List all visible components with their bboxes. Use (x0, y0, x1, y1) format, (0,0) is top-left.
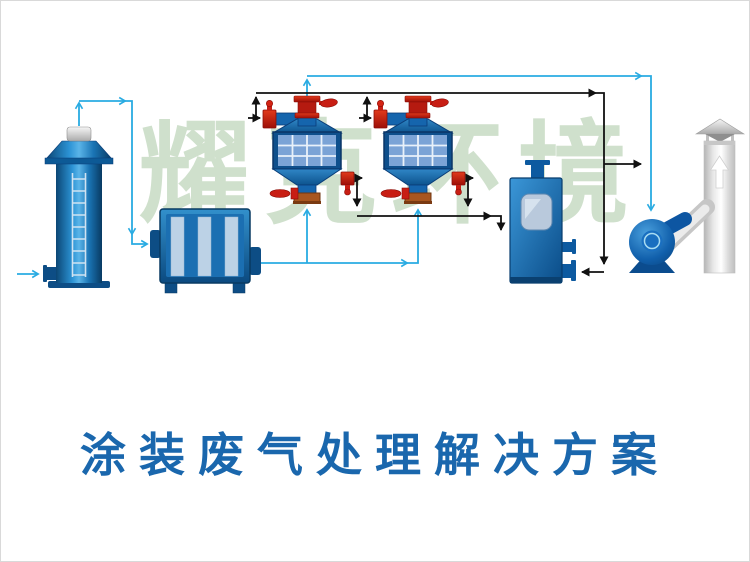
carbon-adsorber-1-icon (262, 95, 355, 205)
bypass-lines-black (248, 88, 642, 277)
exhaust-stack-icon (694, 118, 746, 274)
slide-title: 涂装废气处理解决方案 (80, 428, 670, 482)
tower-ladder (71, 173, 87, 277)
separator-tank-icon (509, 160, 576, 284)
carbon-adsorber-2-icon (373, 95, 466, 205)
filter-box-icon (150, 208, 261, 294)
spray-tower-icon (43, 126, 114, 288)
stack-up-arrow-icon (709, 155, 730, 189)
centrifugal-fan-icon (629, 199, 715, 273)
